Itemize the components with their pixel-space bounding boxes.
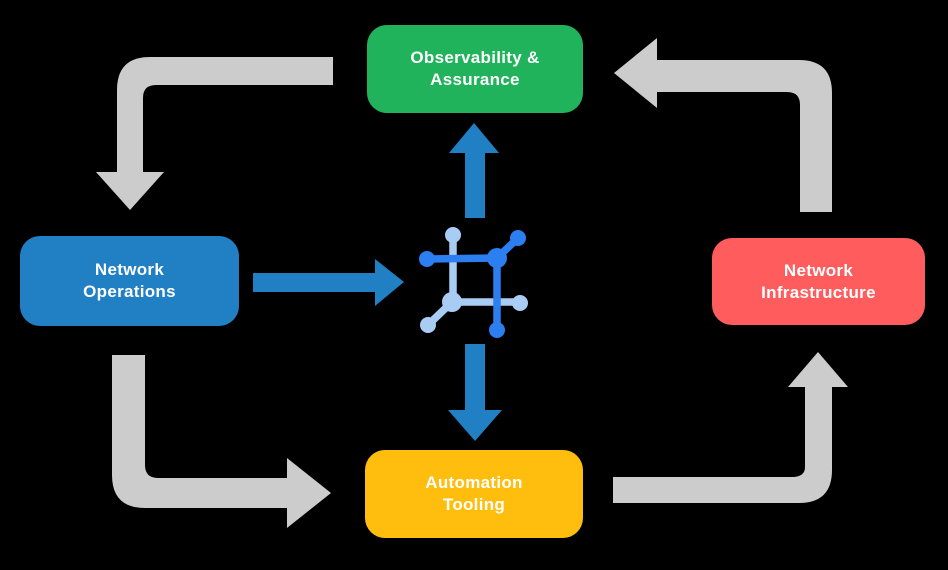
mesh-node-right (512, 295, 528, 311)
mesh-node-bottom-left (420, 317, 436, 333)
arrow-operations-to-automation (112, 355, 331, 528)
node-observability-assurance-label: Observability & Assurance (410, 48, 540, 89)
node-automation-tooling-label: Automation Tooling (425, 473, 523, 514)
arrow-observability-to-operations (96, 57, 333, 210)
arrow-center-to-automation (448, 344, 502, 441)
node-network-operations: Network Operations (20, 236, 239, 326)
arrow-center-to-observability (449, 123, 499, 218)
node-observability-assurance: Observability & Assurance (367, 25, 583, 113)
mesh-node-left (419, 251, 435, 267)
node-network-infrastructure-label: Network Infrastructure (761, 260, 876, 302)
node-network-infrastructure: Network Infrastructure (712, 238, 925, 325)
arrow-automation-to-infrastructure (613, 352, 848, 503)
mesh-node-top-right (510, 230, 526, 246)
arrow-infrastructure-to-observability (614, 38, 832, 212)
mesh-node-bottom (489, 322, 505, 338)
node-automation-tooling: Automation Tooling (365, 450, 583, 538)
mesh-node-top (445, 227, 461, 243)
arrow-operations-to-center (253, 259, 404, 306)
network-mesh-icon (419, 227, 528, 338)
mesh-dark-top-edge (423, 254, 501, 263)
node-network-operations-label: Network Operations (83, 260, 176, 301)
mesh-dark-junction-node (487, 248, 507, 268)
mesh-light-junction-node (442, 292, 462, 312)
